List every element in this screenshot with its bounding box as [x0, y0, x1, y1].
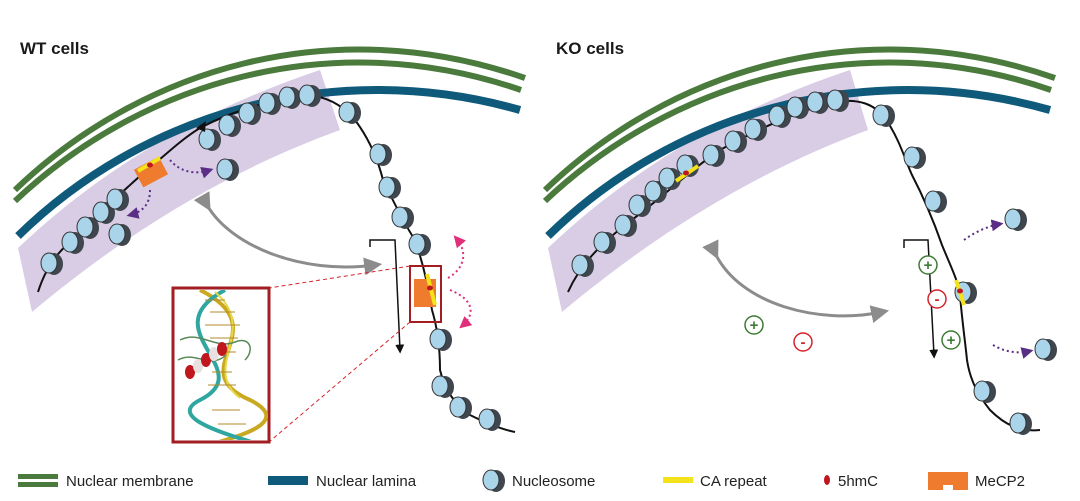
ko-ca-repeat-lamina	[674, 164, 700, 183]
nucleosome	[1004, 208, 1027, 231]
legend-5hmc: 5hmC	[824, 473, 878, 490]
wt-title: WT cells	[20, 39, 89, 58]
nucleosome	[278, 86, 301, 109]
ko-grey-double-arrow	[702, 239, 890, 324]
plus-label: +	[924, 257, 933, 274]
ko-purple-arrow-lower	[992, 344, 1034, 359]
nucleosome	[258, 92, 281, 115]
nucleosome	[644, 180, 667, 203]
nucleosome	[571, 254, 594, 277]
wt-pink-arrow-down	[449, 289, 473, 329]
nucleosome	[106, 188, 129, 211]
nucleosome	[628, 194, 651, 217]
nucleosome	[378, 176, 401, 199]
nucleosome	[76, 216, 99, 239]
nucleosome	[198, 128, 221, 151]
legend-nucleosome: Nucleosome	[482, 469, 595, 492]
wt-mecp2-fiber	[414, 273, 437, 307]
wt-panel: WT cells	[12, 39, 526, 444]
ko-minus-sign-center: -	[793, 332, 813, 352]
nucleosome	[872, 104, 895, 127]
wt-nucleosomes	[40, 84, 501, 431]
ko-minus-sign-middle: -	[927, 289, 947, 309]
nucleosome	[702, 144, 725, 167]
plus-label: +	[947, 332, 956, 349]
nucleosome	[744, 118, 767, 141]
nucleosome	[218, 114, 241, 137]
wt-nuclear-membrane-outer	[12, 46, 526, 193]
nucleosome	[338, 101, 361, 124]
minus-label: -	[935, 291, 940, 308]
nucleosome	[1009, 412, 1032, 435]
wt-zoom-connector-top	[268, 265, 411, 289]
nucleosome	[724, 130, 747, 153]
ko-plus-sign-center: +	[744, 315, 764, 335]
wt-mecp2-lamina	[133, 156, 169, 188]
legend-ca-repeat: CA repeat	[663, 473, 768, 490]
legend-nuclear-membrane: Nuclear membrane	[18, 473, 194, 490]
nucleosome	[478, 408, 501, 431]
legend: Nuclear membrane Nuclear lamina Nucleoso…	[18, 469, 1025, 492]
ko-nucleosomes	[571, 89, 1057, 435]
legend-mecp2-label: MeCP2	[975, 473, 1025, 490]
nucleosome	[431, 375, 454, 398]
minus-label: -	[801, 334, 806, 351]
legend-nuclear-lamina: Nuclear lamina	[268, 473, 417, 490]
legend-5hmc-label: 5hmC	[838, 473, 878, 490]
nucleosome	[408, 233, 431, 256]
nucleosome	[108, 223, 131, 246]
nucleosome	[768, 105, 791, 128]
legend-nucleosome-label: Nucleosome	[512, 473, 595, 490]
wt-direction-bracket	[369, 239, 405, 354]
ko-ca-repeat-fiber	[954, 279, 966, 306]
ko-panel: KO cells	[542, 39, 1057, 435]
nucleosome	[216, 158, 239, 181]
nucleosome	[40, 252, 63, 275]
ko-plus-sign-upper: +	[918, 255, 938, 275]
wt-fiber-direction-arrow	[196, 121, 206, 132]
nucleosome	[658, 167, 681, 190]
nucleosome	[391, 206, 414, 229]
nucleosome	[369, 143, 392, 166]
ko-purple-arrow-upper	[963, 219, 1004, 241]
wt-grey-double-arrow	[193, 191, 383, 276]
wt-highlight-box	[409, 265, 442, 323]
plus-label: +	[750, 317, 759, 334]
ko-nuclear-membrane-outer	[542, 46, 1056, 193]
wt-nuclear-membrane-inner	[12, 59, 522, 204]
ko-lamina-region	[548, 70, 868, 312]
nucleosome	[429, 328, 452, 351]
legend-nuclear-membrane-label: Nuclear membrane	[66, 473, 194, 490]
legend-ca-repeat-label: CA repeat	[700, 473, 768, 490]
nucleosome	[973, 380, 996, 403]
ko-nuclear-membrane-inner	[542, 59, 1052, 204]
nucleosome	[298, 84, 321, 107]
wt-purple-arrow-right	[169, 159, 214, 179]
legend-nuclear-lamina-label: Nuclear lamina	[316, 473, 417, 490]
nucleosome	[238, 102, 261, 125]
nucleosome	[449, 396, 472, 419]
nucleosome	[593, 231, 616, 254]
nucleosome	[61, 231, 84, 254]
wt-lamina-region	[18, 70, 340, 312]
wt-zoom-connector-bottom	[268, 321, 411, 443]
nucleosome	[1034, 338, 1057, 361]
nucleosome	[806, 91, 829, 114]
nucleosome	[786, 96, 809, 119]
wt-pink-arrow-up	[447, 235, 467, 279]
ko-plus-sign-lower: +	[941, 330, 961, 350]
nucleosome	[826, 89, 849, 112]
nucleosome	[903, 146, 926, 169]
wt-structure-inset	[171, 286, 271, 444]
nucleosome	[924, 190, 947, 213]
ko-title: KO cells	[556, 39, 624, 58]
nucleosome	[614, 214, 637, 237]
legend-mecp2: MeCP2	[928, 472, 1025, 490]
